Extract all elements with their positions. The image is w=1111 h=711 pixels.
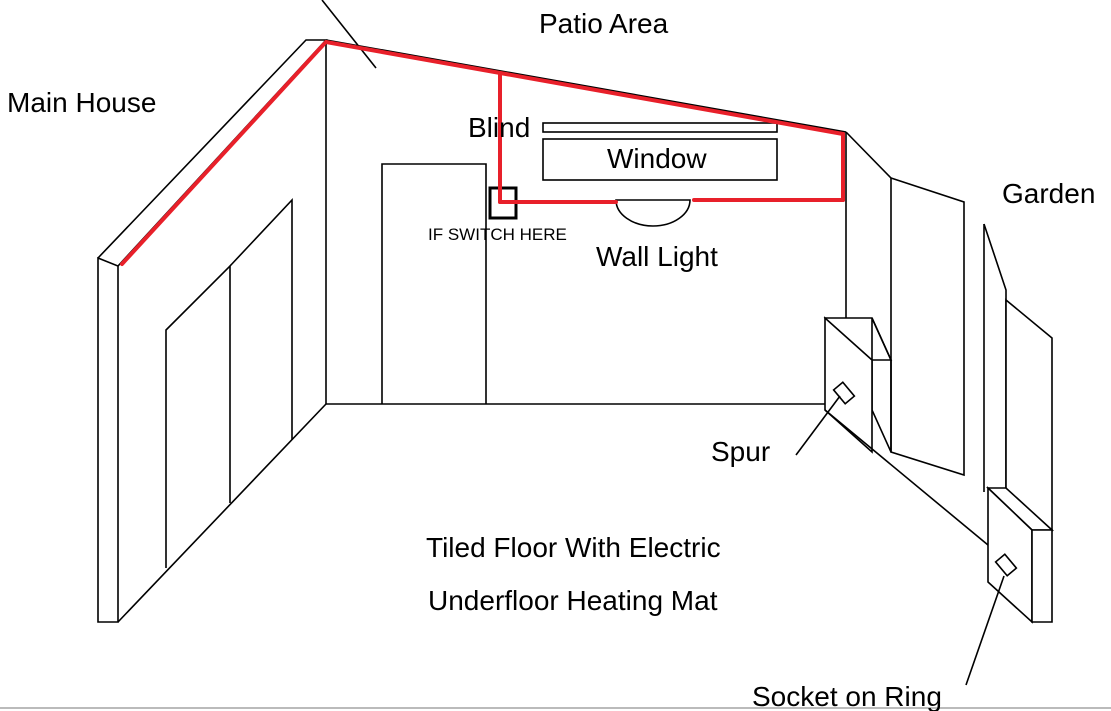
socket-faceplate xyxy=(994,553,1018,577)
wall-light-label: Wall Light xyxy=(596,241,718,272)
garden-panel-edge xyxy=(983,223,1007,490)
right-wall-floor xyxy=(824,409,989,546)
floor-label-line1: Tiled Floor With Electric xyxy=(426,532,721,563)
window-label: Window xyxy=(607,143,707,174)
left-wall-bottom xyxy=(117,403,327,623)
blind xyxy=(542,122,778,133)
wall-light xyxy=(615,199,691,227)
window xyxy=(542,138,778,181)
patio-pointer xyxy=(321,0,377,69)
left-wall-edge xyxy=(97,256,119,623)
right-wall-top xyxy=(845,131,892,179)
blind-label: Blind xyxy=(468,112,531,143)
left-wall-panel-a xyxy=(165,264,231,568)
left-wall-panel-b xyxy=(229,197,293,440)
spur-label: Spur xyxy=(711,436,771,467)
back-wall-top xyxy=(325,39,847,133)
cable-top-run xyxy=(324,40,845,136)
garden-label: Garden xyxy=(1002,178,1096,209)
door xyxy=(381,163,487,404)
socket-box-side xyxy=(1031,529,1053,623)
cable-left-wall xyxy=(120,42,326,266)
spur-pointer xyxy=(795,395,841,456)
socket-pointer xyxy=(965,575,1005,686)
main-house-label: Main House xyxy=(7,87,157,118)
spur-box-front xyxy=(824,316,873,454)
if-switch-label: IF SWITCH HERE xyxy=(428,225,567,244)
socket-on-ring-label: Socket on Ring xyxy=(752,681,942,711)
floor-label-line2: Underfloor Heating Mat xyxy=(428,585,718,616)
patio-area-label: Patio Area xyxy=(539,8,669,39)
right-wall-panel xyxy=(890,176,965,477)
